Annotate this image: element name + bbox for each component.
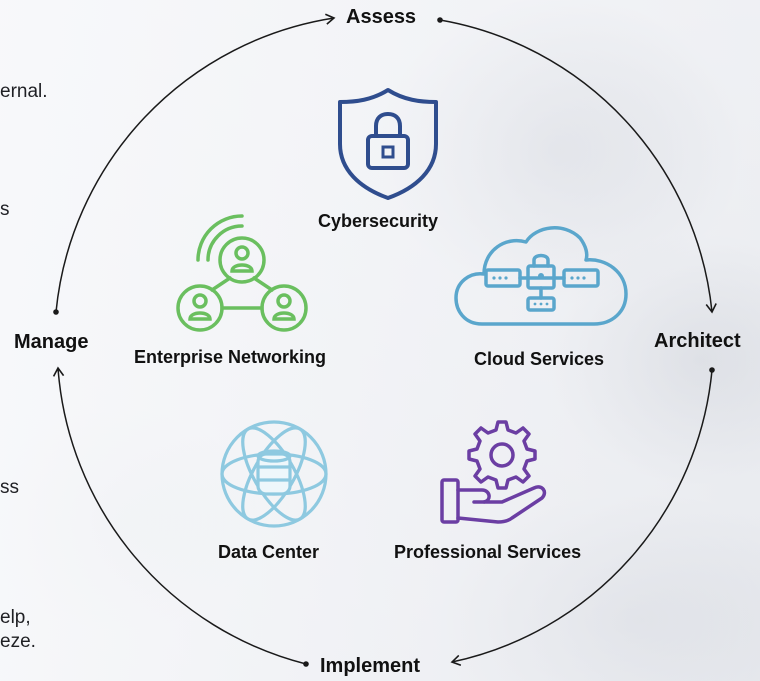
stage-assess: Assess bbox=[346, 6, 417, 28]
arc-start-dot bbox=[709, 367, 715, 373]
shield-lock-icon bbox=[338, 88, 438, 200]
left-text-fragment-4: elp, bbox=[0, 607, 31, 628]
left-text-fragment-3: ss bbox=[0, 477, 19, 498]
stage-implement: Implement bbox=[320, 655, 421, 677]
stage-manage: Manage bbox=[14, 331, 89, 353]
arc-start-dot bbox=[303, 661, 309, 667]
arc-start-dot bbox=[53, 309, 59, 315]
arc-start-dot bbox=[437, 17, 443, 23]
left-text-fragment-5: eze. bbox=[0, 631, 36, 652]
arc-manage-to-assess bbox=[55, 13, 336, 313]
hand-gear-icon bbox=[440, 420, 547, 524]
left-text-fragment-2: s bbox=[0, 199, 10, 220]
arc-assess-to-architect bbox=[439, 19, 717, 314]
arc-implement-to-manage bbox=[52, 366, 307, 665]
stage-architect: Architect bbox=[654, 330, 741, 352]
arc-architect-to-implement bbox=[450, 369, 713, 666]
service-enterprise-networking: Enterprise Networking bbox=[134, 347, 327, 367]
cloud-network-icon bbox=[454, 226, 628, 326]
database-orbit-icon bbox=[220, 420, 328, 528]
network-users-icon bbox=[176, 214, 308, 332]
service-cybersecurity: Cybersecurity bbox=[318, 211, 439, 231]
service-cloud-services: Cloud Services bbox=[474, 349, 605, 369]
left-text-fragment-1: ernal. bbox=[0, 81, 48, 102]
service-professional-services: Professional Services bbox=[394, 542, 582, 562]
service-data-center: Data Center bbox=[218, 542, 320, 562]
